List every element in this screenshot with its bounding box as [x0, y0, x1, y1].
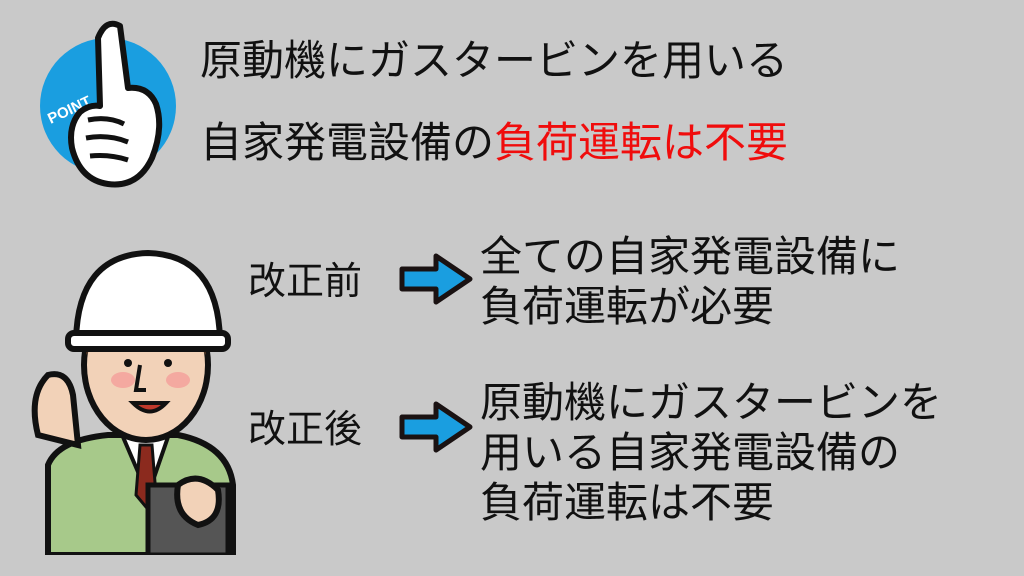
after-text: 原動機にガスタービンを 用いる自家発電設備の 負荷運転は不要 — [480, 378, 942, 528]
after-line: 原動機にガスタービンを — [480, 378, 943, 427]
worker-illustration — [31, 249, 236, 555]
point-hand-icon: POINT — [40, 20, 176, 188]
before-label: 改正前 — [248, 259, 363, 303]
after-line: 負荷運転は不要 — [480, 478, 775, 527]
headline-highlight: 負荷運転は不要 — [494, 118, 789, 167]
headline-prefix: 自家発電設備の — [200, 118, 495, 167]
headline-line1: 原動機にガスタービンを用いる — [200, 36, 789, 85]
headline-line2: 自家発電設備の負荷運転は不要 — [200, 122, 788, 164]
after-label: 改正後 — [248, 407, 363, 451]
before-line: 全ての自家発電設備に — [480, 232, 901, 281]
before-line: 負荷運転が必要 — [480, 282, 775, 331]
after-line: 用いる自家発電設備の — [480, 428, 901, 477]
arrow-right-icon — [399, 401, 473, 453]
arrow-right-icon — [399, 253, 473, 305]
before-text: 全ての自家発電設備に 負荷運転が必要 — [480, 232, 900, 332]
